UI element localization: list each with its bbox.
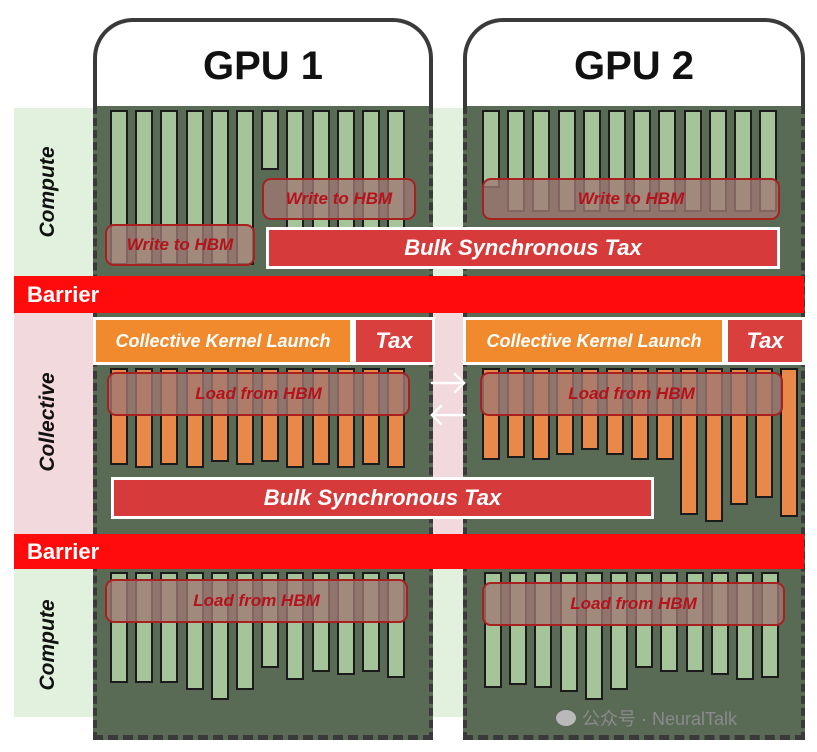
collective-bar-gpu2 — [779, 368, 798, 517]
gpu-1-write-to-hbm-right: Write to HBM — [262, 178, 416, 220]
compute-label-top: Compute — [36, 146, 59, 238]
barrier-2: Barrier — [14, 534, 804, 569]
compute-label-bottom: Compute — [36, 599, 59, 691]
barrier-1-label: Barrier — [27, 281, 100, 307]
gpu-2-header: GPU 2 — [463, 18, 805, 110]
gpu-1-header: GPU 1 — [93, 18, 433, 110]
exchange-arrows — [430, 372, 466, 426]
compute-bar-top-gpu1 — [261, 110, 280, 170]
barrier-1: Barrier — [14, 276, 804, 313]
gpu-2-write-to-hbm: Write to HBM — [482, 178, 780, 220]
gpu-1-compute-load-from-hbm: Load from HBM — [105, 579, 408, 623]
compute-bar-top-gpu2 — [482, 110, 500, 188]
gpu-2-title: GPU 2 — [573, 43, 695, 88]
top-bulk-synchronous-tax: Bulk Synchronous Tax — [266, 227, 780, 269]
gpu-2-collective-load-from-hbm: Load from HBM — [480, 372, 783, 416]
gpu-2-collective-kernel-launch: Collective Kernel Launch — [463, 317, 725, 365]
collective-label: Collective — [36, 372, 59, 472]
watermark-text: 公众号 · NeuralTalk — [582, 709, 738, 729]
gpu-1-kernel-launch-tax: Tax — [353, 317, 435, 365]
gpu-1-collective-kernel-launch: Collective Kernel Launch — [93, 317, 353, 365]
gpu-2-compute-load-from-hbm: Load from HBM — [482, 582, 785, 626]
gpu-1-write-to-hbm-left: Write to HBM — [105, 224, 255, 266]
barrier-2-label: Barrier — [27, 538, 100, 564]
gpu-1-title: GPU 1 — [202, 43, 324, 88]
collective-bulk-synchronous-tax: Bulk Synchronous Tax — [111, 477, 654, 519]
gpu-1-collective-load-from-hbm: Load from HBM — [107, 372, 410, 416]
watermark: 公众号 · NeuralTalk — [556, 705, 737, 731]
gpu-2-kernel-launch-tax: Tax — [725, 317, 805, 365]
wechat-icon — [556, 710, 576, 726]
